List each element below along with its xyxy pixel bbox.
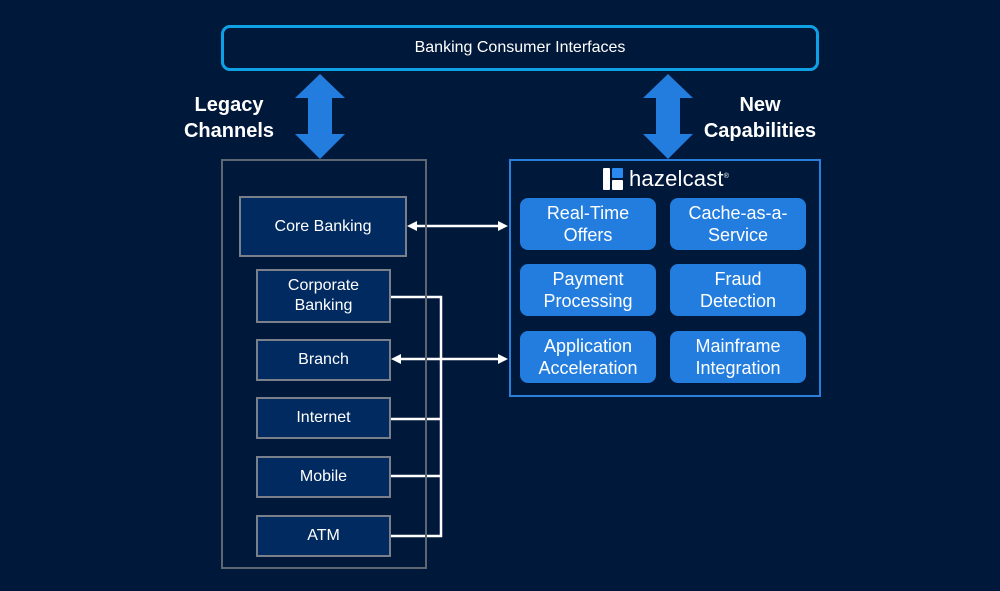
channel-internet: Internet <box>256 397 391 439</box>
channel-label: Branch <box>298 351 349 368</box>
channel-corporate-banking: Corporate Banking <box>256 269 391 323</box>
channel-branch: Branch <box>256 339 391 381</box>
legacy-title-line2: Channels <box>183 120 275 142</box>
channel-label: Corporate Banking <box>288 276 359 316</box>
capability-cache-as-a-service: Cache-as-a-Service <box>670 198 806 250</box>
hazelcast-logo: hazelcast® <box>603 167 729 191</box>
hazelcast-panel <box>509 159 821 397</box>
core-banking-connector <box>407 221 508 231</box>
registered-mark: ® <box>723 173 730 180</box>
legacy-bidirectional-arrow <box>295 74 345 159</box>
hazelcast-logo-text: hazelcast® <box>629 168 729 190</box>
channel-mobile: Mobile <box>256 456 391 498</box>
channel-atm: ATM <box>256 515 391 557</box>
channel-bus-connector <box>391 295 443 538</box>
channel-label: Mobile <box>299 468 348 485</box>
new-capabilities-title: New Capabilities <box>690 92 830 144</box>
channel-label-line2: Banking <box>294 297 353 314</box>
hazelcast-logo-icon <box>603 168 623 190</box>
branch-connector <box>391 354 508 364</box>
legacy-channels-title: Legacy Channels <box>170 92 288 144</box>
capability-label: Cache-as-a-Service <box>688 203 788 245</box>
banking-consumer-interfaces-label: Banking Consumer Interfaces <box>414 39 626 56</box>
channel-core-banking: Core Banking <box>239 196 407 257</box>
legacy-channels-panel <box>221 159 427 569</box>
banking-consumer-interfaces-box: Banking Consumer Interfaces <box>221 25 819 71</box>
legacy-title-line1: Legacy <box>194 94 264 116</box>
channel-label-line1: Corporate <box>287 277 360 294</box>
new-capabilities-bidirectional-arrow <box>643 74 693 159</box>
channel-label: Core Banking <box>274 217 372 235</box>
new-title-line1: New <box>739 94 781 116</box>
channel-label: ATM <box>307 527 340 544</box>
channel-label: Internet <box>296 409 351 426</box>
hazelcast-wordmark: hazelcast <box>629 166 724 191</box>
new-title-line2: Capabilities <box>703 120 817 142</box>
